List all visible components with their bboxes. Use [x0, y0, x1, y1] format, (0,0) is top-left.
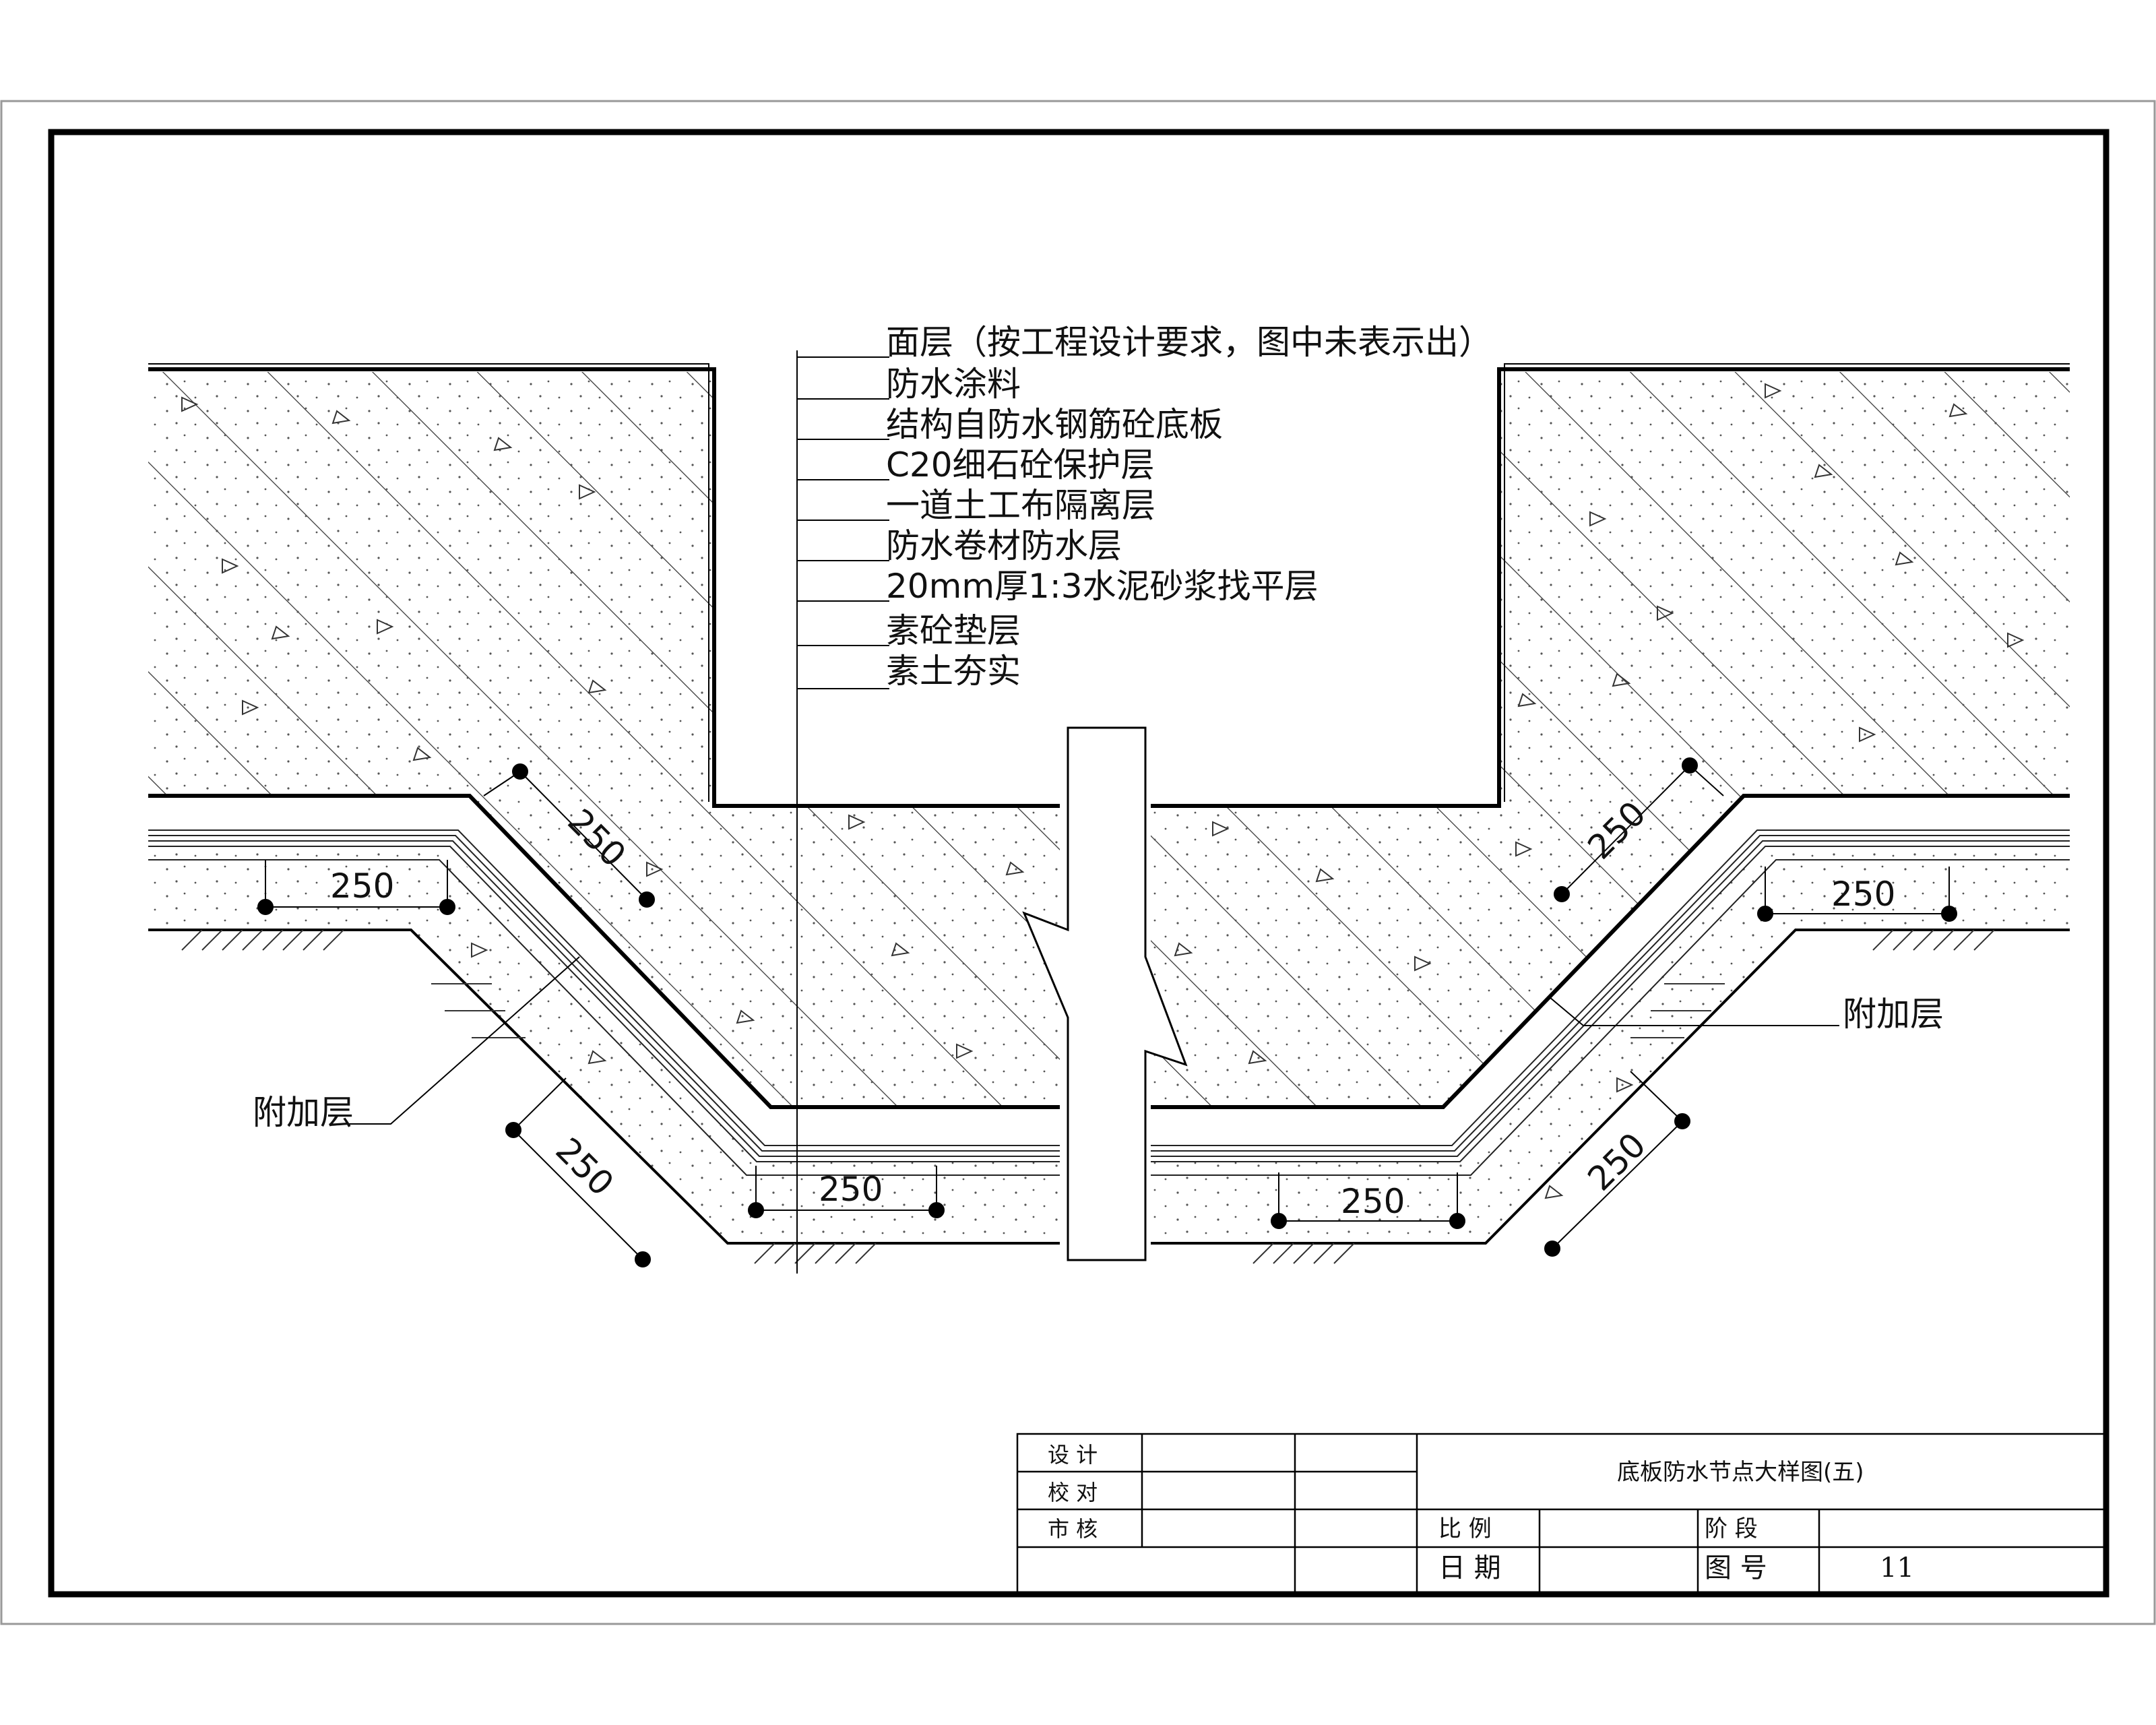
drawing-title: 底板防水节点大样图(五): [1617, 1459, 1864, 1486]
title-block-text: 设 计 校 对 市 核 底板防水节点大样图(五) 比 例 阶 段 日 期 图 号…: [1048, 1442, 1914, 1583]
tb-stage-label: 阶 段: [1705, 1515, 1758, 1542]
concrete-slab: [148, 372, 2070, 1199]
tb-design-label: 设 计: [1048, 1442, 1098, 1468]
tb-review-label: 市 核: [1048, 1516, 1098, 1542]
layer-label-finish: 面层（按工程设计要求，图中未表示出）: [886, 323, 1492, 362]
additional-layer-callouts: [337, 956, 1839, 1125]
dim-right-flat-bottom: 250: [1341, 1182, 1405, 1221]
layer-label-membrane: 防水卷材防水层: [886, 526, 1122, 565]
ground-marks: [181, 929, 1995, 1264]
cushion-layers: [148, 844, 2070, 1243]
tb-drawing-no: 11: [1880, 1552, 1914, 1583]
layer-label-protection: C20细石砼保护层: [886, 445, 1155, 484]
layer-label-structure: 结构自防水钢筋砼底板: [886, 405, 1223, 444]
layer-label-cushion: 素砼垫层: [886, 611, 1021, 650]
layer-leader: [796, 350, 889, 1274]
dimension-lines: [257, 757, 1957, 1267]
title-block: [1016, 1433, 2107, 1596]
waterproof-layers: [148, 829, 2070, 1176]
tb-drawing-no-label: 图 号: [1705, 1552, 1767, 1583]
callout-right-additional-layer: 附加层: [1843, 995, 1944, 1034]
layer-label-isolation: 一道土工布隔离层: [886, 486, 1155, 525]
sheet-outer-border: [0, 100, 2156, 1625]
layer-label-coating: 防水涂料: [886, 365, 1021, 404]
tb-scale-label: 比 例: [1438, 1515, 1492, 1542]
layer-labels: 面层（按工程设计要求，图中未表示出） 防水涂料 结构自防水钢筋砼底板 C20细石…: [886, 323, 1492, 691]
break-line: [1022, 726, 1188, 1261]
layer-label-leveling: 20mm厚1:3水泥砂浆找平层: [886, 567, 1319, 606]
callout-left-additional-layer: 附加层: [253, 1093, 354, 1132]
slab-outline: [148, 367, 2070, 1109]
dim-right-flat-top: 250: [1831, 875, 1895, 914]
dim-left-flat-top: 250: [330, 867, 394, 906]
tb-check-label: 校 对: [1048, 1480, 1098, 1505]
dim-left-slope-bottom: 250: [548, 1130, 621, 1203]
dim-left-flat-bottom: 250: [819, 1170, 883, 1209]
layer-label-soil: 素土夯实: [886, 652, 1021, 691]
tb-date-label: 日 期: [1438, 1552, 1501, 1583]
